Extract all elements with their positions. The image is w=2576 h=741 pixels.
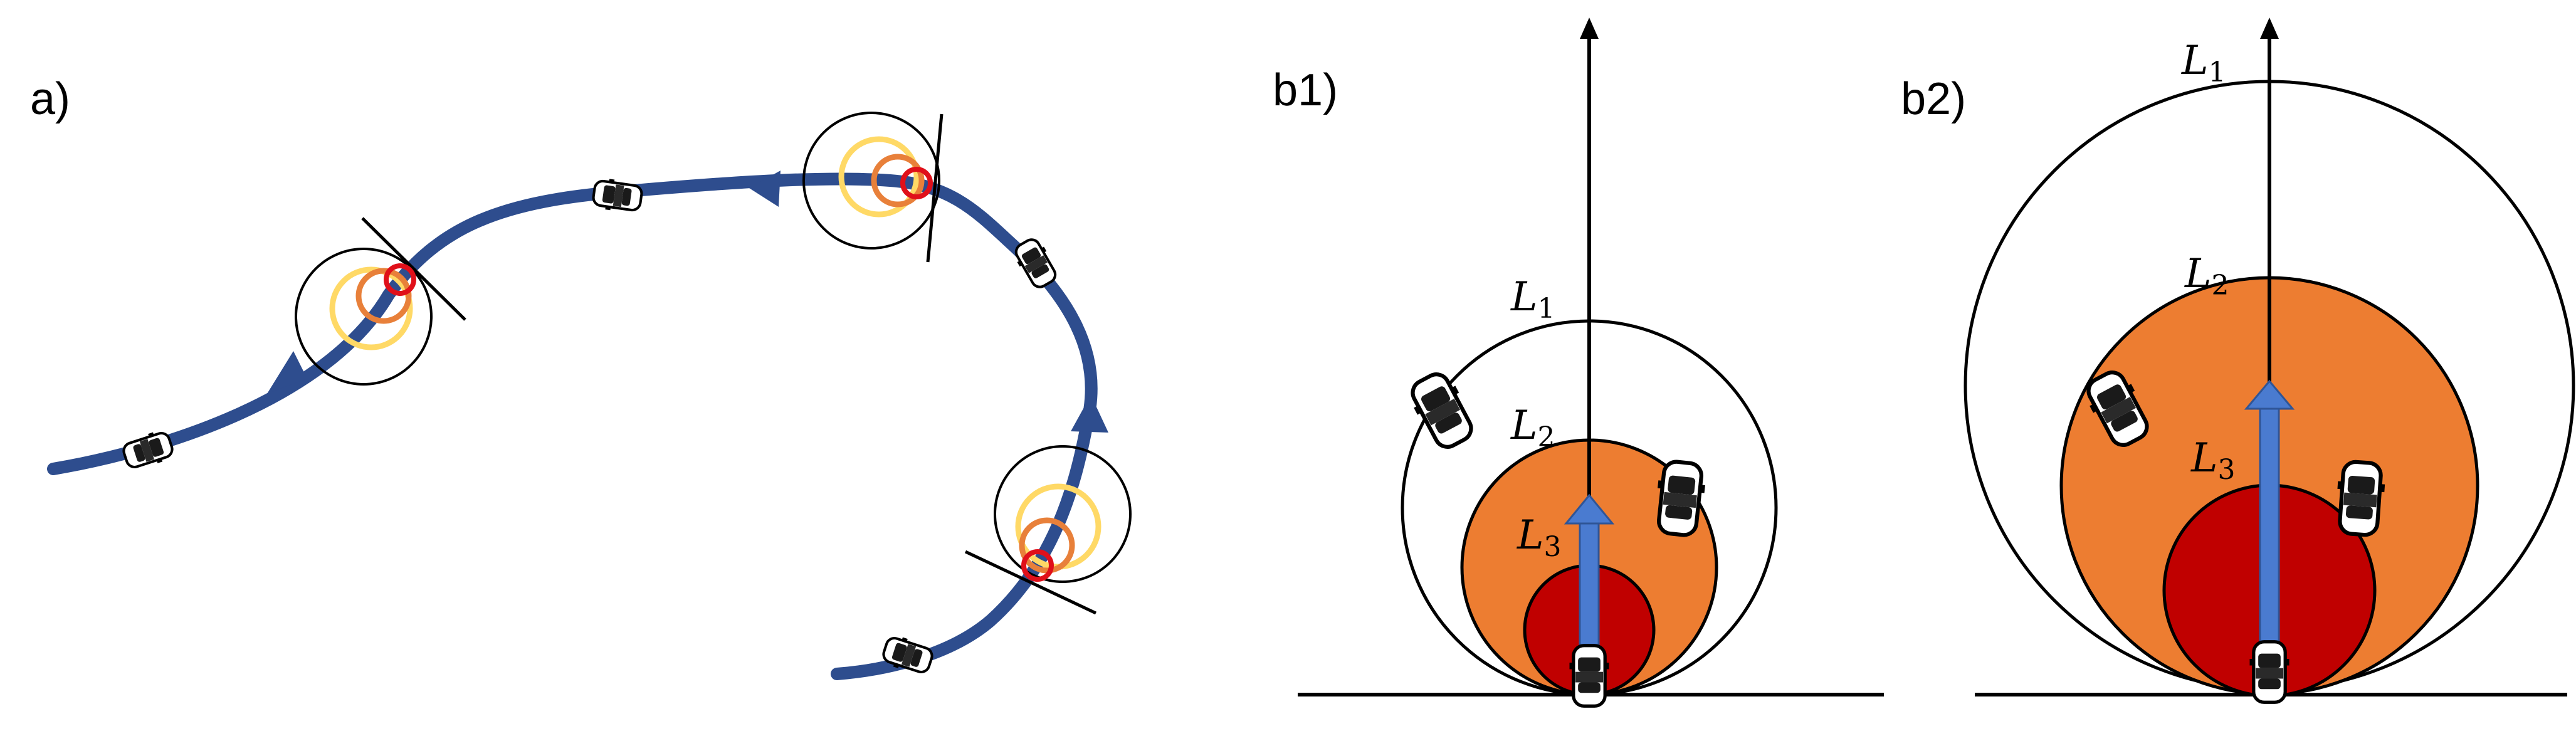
label-l2: L2: [2184, 251, 2229, 302]
trajectory-arrow-icon: [1071, 395, 1108, 433]
svg-text:L2: L2: [1510, 402, 1555, 453]
label-l3: L3: [2190, 435, 2236, 486]
heading-arrow-icon: [2260, 18, 2279, 39]
velocity-arrow-shaft: [2259, 406, 2280, 666]
panel-a-label: a): [30, 74, 70, 124]
trajectory-arrow-icon: [267, 351, 307, 394]
svg-text:L2: L2: [2184, 251, 2229, 302]
panel-b1-label: b1): [1273, 65, 1338, 115]
label-l1: L1: [2181, 38, 2226, 88]
attention-zone-3: [964, 445, 1132, 615]
velocity-arrow-icon: [1564, 493, 1615, 525]
panel-b2-label: b2): [1901, 74, 1966, 124]
label-l1: L1: [1510, 274, 1555, 325]
svg-text:L1: L1: [2181, 38, 2226, 88]
svg-text:L3: L3: [2190, 435, 2236, 486]
label-l2: L2: [1510, 402, 1555, 453]
car-icon: [121, 428, 176, 472]
ego-car-icon: [1570, 646, 1609, 707]
label-l3: L3: [1517, 512, 1562, 563]
svg-text:L3: L3: [1517, 512, 1562, 563]
panel-a: a): [30, 74, 1132, 680]
car-icon: [2335, 461, 2387, 536]
car-icon: [592, 177, 643, 214]
panel-b1: b1) L1 L2 L3: [1273, 18, 1884, 706]
attention-zone-2: [802, 112, 944, 263]
panel-b2: b2) L1 L2 L3: [1901, 18, 2575, 703]
velocity-arrow-icon: [2244, 379, 2295, 410]
ego-car-icon: [2250, 642, 2289, 703]
heading-arrow-icon: [1580, 18, 1599, 39]
trajectory-arrow-icon: [749, 171, 781, 207]
trajectory-path: [47, 172, 1098, 680]
attention-zone-1: [295, 217, 466, 386]
svg-text:L1: L1: [1510, 274, 1555, 325]
